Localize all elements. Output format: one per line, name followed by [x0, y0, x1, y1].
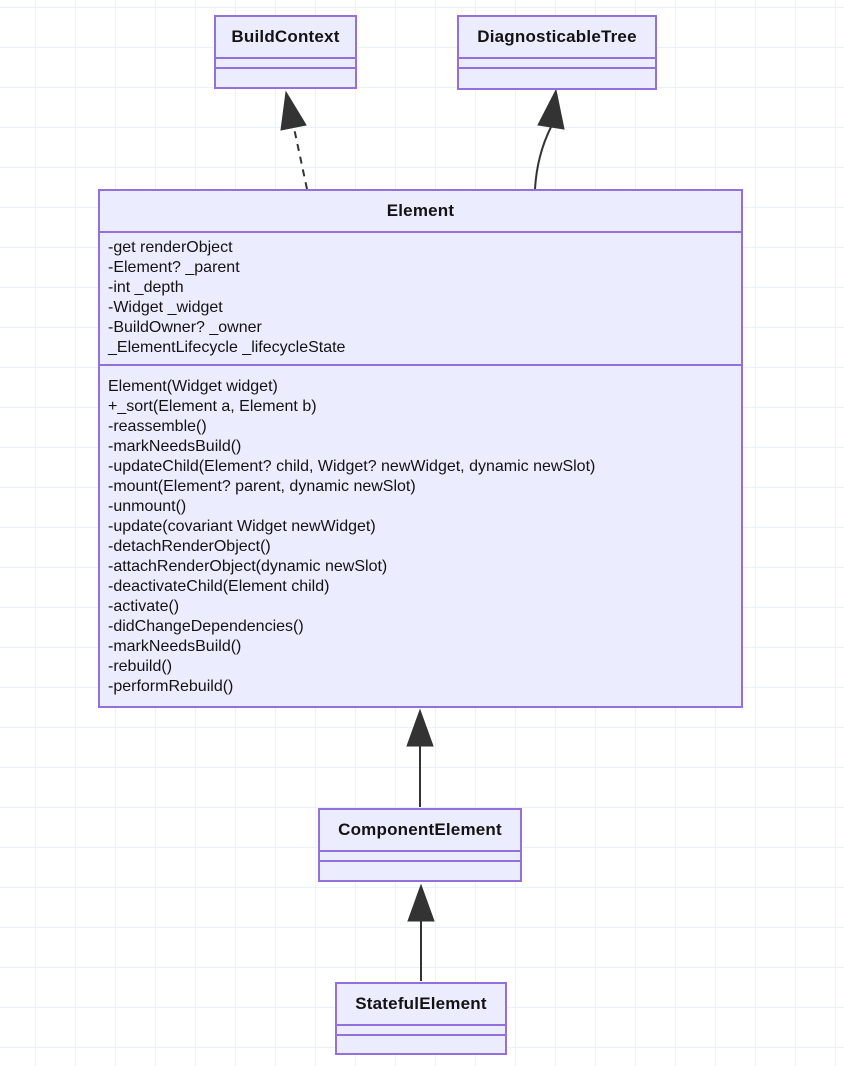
class-node-element: Element -get renderObject -Element? _par… — [98, 189, 743, 708]
attributes-compartment: -get renderObject -Element? _parent -int… — [100, 231, 741, 364]
method-row: -mount(Element? parent, dynamic newSlot) — [108, 478, 416, 495]
attribute-row: -BuildOwner? _owner — [108, 319, 262, 336]
method-row: -activate() — [108, 598, 180, 615]
method-row: -detachRenderObject() — [108, 538, 271, 555]
attributes-compartment — [337, 1024, 505, 1034]
arrowhead-up-icon — [406, 708, 434, 747]
attribute-row: -Widget _widget — [108, 299, 223, 316]
methods-compartment — [337, 1034, 505, 1053]
attribute-row: -int _depth — [108, 279, 184, 296]
edge-statefulelement-to-componentelement — [407, 883, 435, 981]
class-title: ComponentElement — [338, 820, 502, 839]
method-row: -markNeedsBuild() — [108, 438, 242, 455]
method-row: Element(Widget widget) — [108, 378, 278, 395]
solid-edge-line — [534, 126, 552, 190]
method-row: -deactivateChild(Element child) — [108, 578, 330, 595]
attribute-row: _ElementLifecycle _lifecycleState — [108, 339, 346, 356]
method-row: -updateChild(Element? child, Widget? new… — [108, 458, 596, 475]
method-row: -update(covariant Widget newWidget) — [108, 518, 376, 535]
edge-element-to-buildcontext — [280, 90, 308, 190]
attribute-row: -Element? _parent — [108, 259, 240, 276]
class-title: BuildContext — [231, 27, 340, 46]
class-node-statefulelement: StatefulElement — [335, 982, 507, 1055]
class-title: DiagnosticableTree — [477, 27, 637, 46]
method-row: -markNeedsBuild() — [108, 638, 242, 655]
class-node-diagnosticabletree: DiagnosticableTree — [457, 15, 657, 90]
arrowhead-up-icon — [407, 883, 435, 922]
arrowhead-up-icon — [537, 88, 565, 130]
attributes-compartment — [459, 57, 655, 67]
arrowhead-up-icon — [280, 90, 307, 131]
method-row: +_sort(Element a, Element b) — [108, 398, 317, 415]
method-row: -performRebuild() — [108, 678, 234, 695]
edge-element-to-diagnosticabletree — [534, 88, 565, 190]
methods-compartment — [216, 67, 355, 87]
class-node-buildcontext: BuildContext — [214, 15, 357, 89]
class-node-componentelement: ComponentElement — [318, 808, 522, 882]
methods-compartment: Element(Widget widget) +_sort(Element a,… — [100, 364, 741, 706]
edge-componentelement-to-element — [406, 708, 434, 807]
attributes-compartment — [320, 850, 520, 860]
method-row: -rebuild() — [108, 658, 173, 675]
class-title: StatefulElement — [355, 994, 487, 1013]
methods-compartment — [459, 67, 655, 88]
dashed-edge-line — [293, 127, 308, 190]
methods-compartment — [320, 860, 520, 880]
method-row: -attachRenderObject(dynamic newSlot) — [108, 558, 388, 575]
attribute-row: -get renderObject — [108, 239, 233, 256]
method-row: -unmount() — [108, 498, 187, 515]
method-row: -didChangeDependencies() — [108, 618, 304, 635]
attributes-compartment — [216, 57, 355, 67]
method-row: -reassemble() — [108, 418, 207, 435]
class-title: Element — [386, 201, 455, 220]
